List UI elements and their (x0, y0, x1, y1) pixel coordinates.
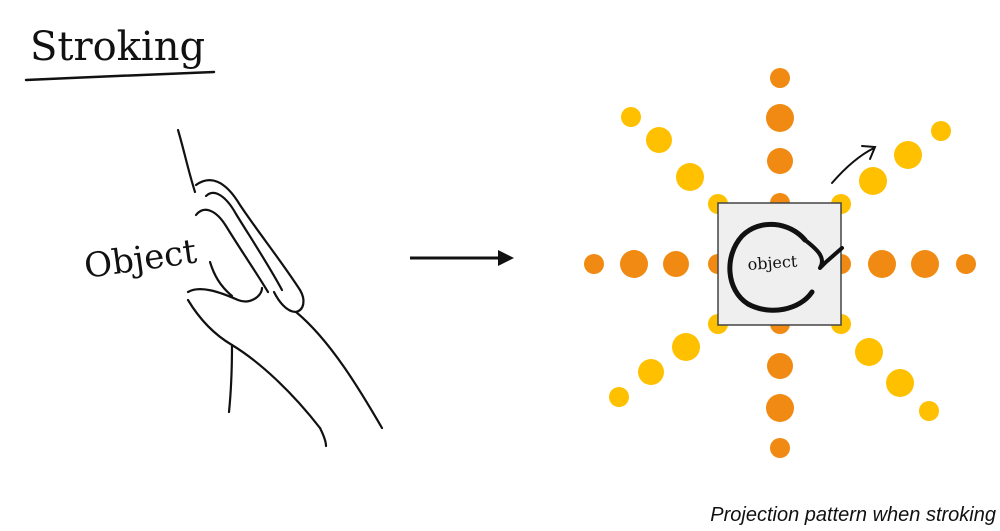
stroke-gesture-tail (803, 238, 844, 270)
object-label: object (747, 252, 798, 274)
stroke-gesture-loop (727, 221, 815, 313)
projection-dot (672, 333, 700, 361)
projection-dot (663, 251, 689, 277)
projection-dot (886, 369, 914, 397)
projection-dot (855, 338, 883, 366)
projection-dot (770, 68, 790, 88)
hand-object-label: Object (82, 232, 200, 287)
projection-dot (956, 254, 976, 274)
projection-dot (931, 121, 951, 141)
motion-arrow (831, 145, 877, 184)
projection-dot (911, 250, 939, 278)
projection-dot (868, 250, 896, 278)
projection-dot (621, 107, 641, 127)
projection-dot (919, 401, 939, 421)
title: Stroking (30, 24, 205, 70)
projection-dot (894, 141, 922, 169)
title-underline (24, 70, 216, 82)
projection-dot (676, 163, 704, 191)
projection-dot (859, 167, 887, 195)
projection-dot (584, 254, 604, 274)
projection-dots (584, 68, 976, 458)
projection-dot (767, 148, 793, 174)
projection-dot (609, 387, 629, 407)
projection-dot (766, 394, 794, 422)
projection-dot (767, 353, 793, 379)
caption: Projection pattern when stroking (710, 504, 996, 526)
projection-dot (620, 250, 648, 278)
object-box-group: object (717, 202, 844, 326)
projection-dot (766, 104, 794, 132)
projection-dot (770, 438, 790, 458)
projection-dot (638, 359, 664, 385)
projection-dot (646, 127, 672, 153)
stroking-hand-illustration (176, 128, 384, 448)
transition-arrow (410, 250, 514, 266)
